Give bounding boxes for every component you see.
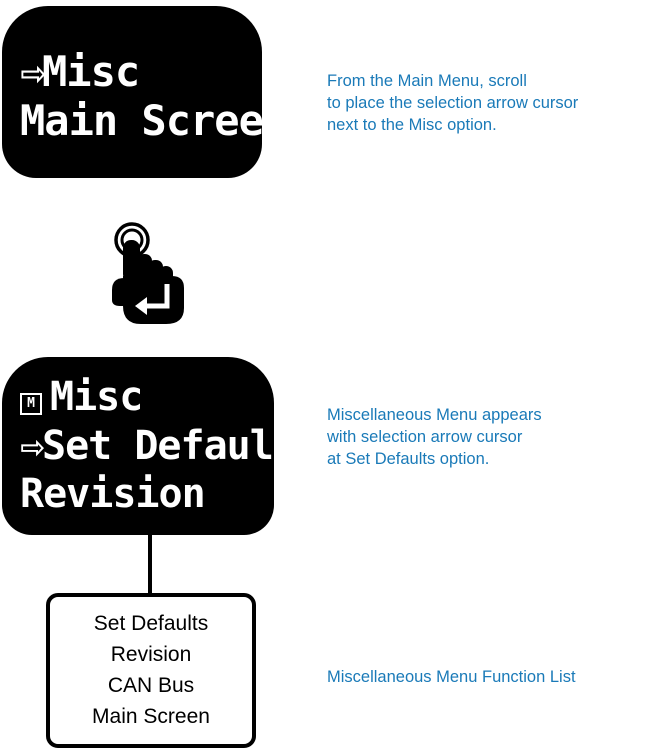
note-line: From the Main Menu, scroll [327, 72, 527, 90]
lcd-line-revision: Revision [20, 471, 206, 517]
lcd-text-misc-title: Misc [50, 374, 143, 420]
lcd-line-misc-header: M Misc [20, 374, 143, 420]
note-line: next to the Misc option. [327, 116, 497, 134]
note-line: Miscellaneous Menu appears [327, 406, 542, 424]
note-line: at Set Defaults option. [327, 450, 490, 468]
lcd-line-misc: ⇨Misc [20, 47, 140, 96]
selection-arrow-cursor-icon: ⇨ [20, 47, 45, 96]
selection-arrow-cursor-icon: ⇨ [20, 423, 44, 469]
function-list-item: Set Defaults [93, 612, 209, 635]
function-list-item: Revision [110, 643, 192, 666]
note-line: to place the selection arrow cursor [327, 94, 579, 112]
menu-icon: M [20, 393, 42, 415]
instruction-note-menu-appears: Miscellaneous Menu appears with selectio… [327, 404, 542, 470]
note-line: with selection arrow cursor [327, 428, 523, 446]
instruction-note-scroll: From the Main Menu, scroll to place the … [327, 70, 578, 136]
connector-line [148, 535, 152, 593]
press-enter-hand-icon [112, 222, 184, 324]
lcd-text-misc: Misc [42, 47, 140, 96]
function-list-item: Main Screen [92, 705, 210, 728]
lcd-text-set-defaults: Set Defaults [42, 423, 320, 469]
lcd-line-main-screen: Main Screen [20, 96, 288, 145]
function-list-caption: Miscellaneous Menu Function List [327, 668, 576, 686]
function-list-item: CAN Bus [107, 674, 195, 697]
lcd-line-set-defaults: ⇨Set Defaults [20, 423, 320, 469]
lcd-screen-misc-menu: M Misc ⇨Set Defaults Revision [2, 357, 320, 535]
lcd-screen-main-menu: ⇨Misc Main Screen [2, 6, 288, 178]
function-list-box: Set Defaults Revision CAN Bus Main Scree… [46, 593, 256, 748]
